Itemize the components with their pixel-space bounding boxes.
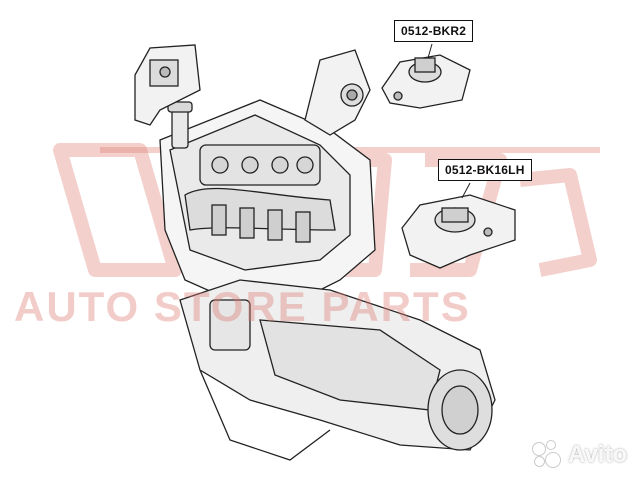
transmission bbox=[179, 279, 496, 461]
avito-badge: Avito bbox=[530, 440, 627, 470]
leader-line-bkr2 bbox=[427, 43, 433, 59]
mount-part-bk16lh bbox=[401, 194, 516, 269]
watermark-text: AUTO STORE PARTS bbox=[14, 283, 471, 330]
part-label-bkr2: 0512-BKR2 bbox=[394, 20, 474, 42]
leader-line-bk16lh bbox=[461, 182, 471, 199]
engine-block bbox=[159, 99, 376, 301]
mount-part-bkr2 bbox=[381, 54, 471, 109]
part-label-bk16lh: 0512-BK16LH bbox=[438, 159, 532, 181]
engine-mount-left bbox=[134, 44, 201, 126]
avito-wordmark: Avito bbox=[568, 441, 628, 468]
engine-mount-center bbox=[304, 49, 371, 136]
avito-dots-icon bbox=[530, 440, 564, 470]
